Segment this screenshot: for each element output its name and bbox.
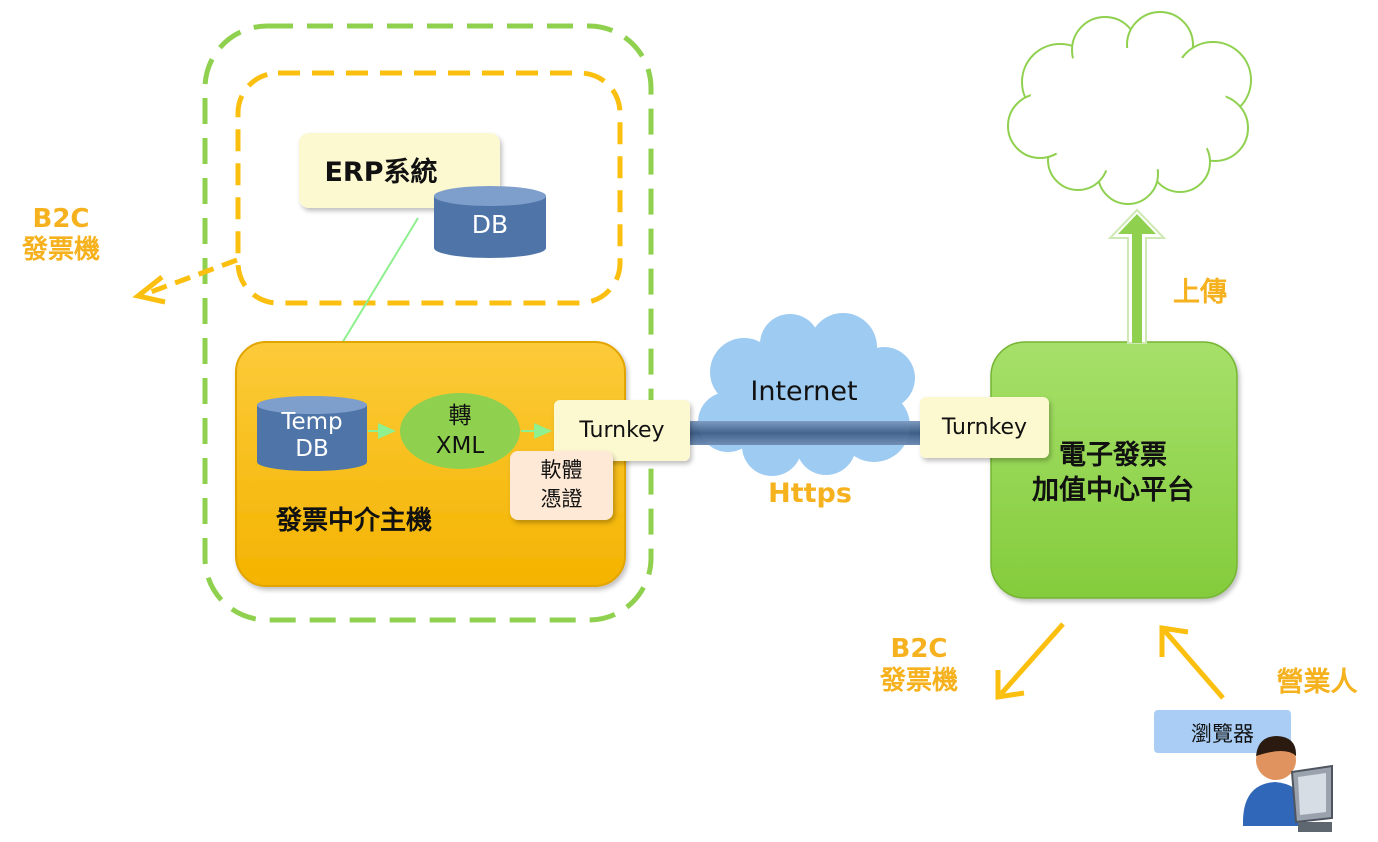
erp-system-label: ERP系統: [324, 157, 438, 188]
b2c-left-label: B2C 發票機: [21, 204, 100, 265]
upload-arrow: [1107, 208, 1167, 344]
software-cert-box: [510, 451, 613, 520]
b2c-left-arrow: [132, 257, 238, 305]
turnkey-right-box: [920, 397, 1049, 458]
db-label: DB: [471, 210, 509, 239]
platform-box: [990, 341, 1238, 599]
turnkey-right-label: Turnkey: [941, 415, 1028, 440]
inner-dashed-boundary: [235, 70, 623, 306]
https-label: Https: [768, 478, 852, 509]
turnkey-left-label: Turnkey: [579, 418, 665, 443]
internet-label: Internet: [750, 376, 858, 407]
business-label: 營業人: [1276, 667, 1358, 698]
person-computer-icon: [1243, 736, 1333, 832]
temp-db-label: Temp DB: [281, 409, 343, 462]
b2c-right-label: B2C 發票機: [879, 634, 958, 696]
platform-label: 電子發票 加值中心平台: [1032, 440, 1194, 506]
convert-xml-node: [400, 393, 520, 469]
software-cert-label: 軟體 憑證: [540, 458, 583, 511]
db-cylinder: [434, 186, 546, 258]
browser-label: 瀏覽器: [1191, 722, 1254, 746]
middle-host-label: 發票中介主機: [275, 506, 432, 536]
turnkey-left-box: [554, 400, 690, 461]
browser-box: [1154, 710, 1291, 753]
outer-dashed-boundary: [202, 23, 654, 623]
upload-label: 上傳: [1173, 277, 1227, 308]
convert-xml-label: 轉 XML: [435, 403, 485, 459]
business-to-platform-arrow: [1159, 625, 1225, 700]
b2c-right-arrow: [995, 622, 1065, 700]
temp-db-cylinder: [257, 396, 367, 471]
